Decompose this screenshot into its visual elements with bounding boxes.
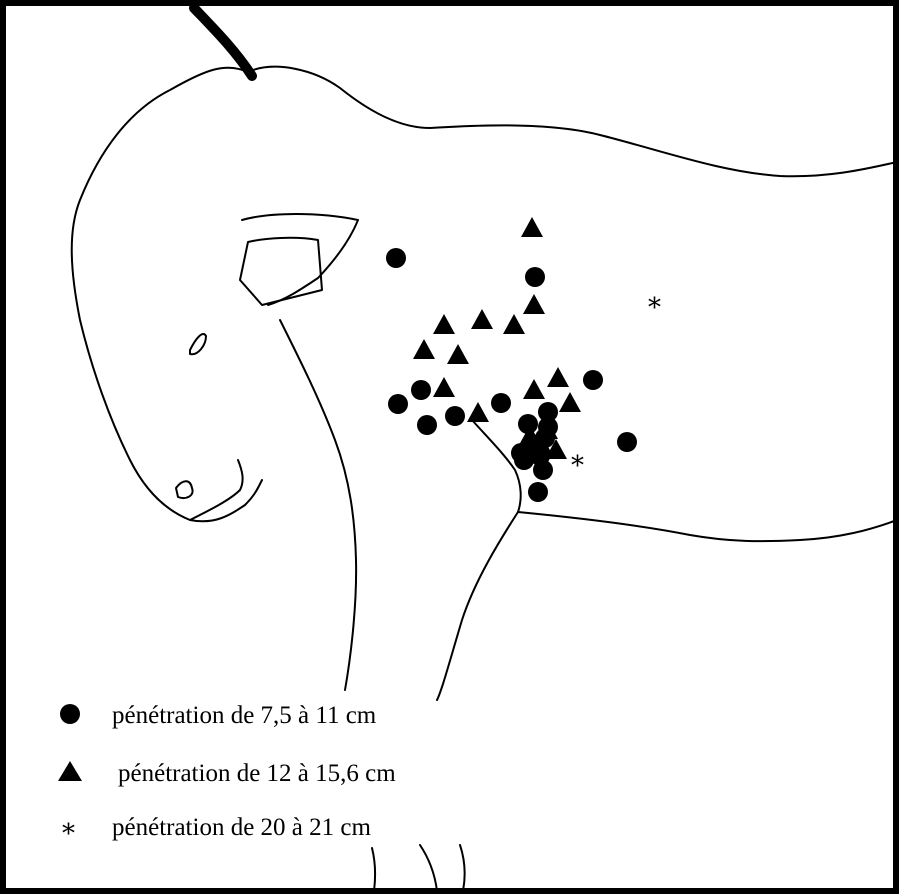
triangle-marker: [547, 367, 569, 387]
belly-line: [518, 512, 897, 541]
animal-outline: [72, 8, 897, 891]
legend-triangle-symbol: [58, 761, 82, 781]
foreleg-front: [437, 512, 518, 700]
triangle-marker: [503, 314, 525, 334]
ear-inner: [240, 238, 322, 305]
circle-marker: [528, 482, 548, 502]
eye: [190, 334, 206, 354]
circle-marker: [514, 450, 534, 470]
nostril: [176, 481, 193, 498]
triangle-marker: [447, 344, 469, 364]
horn: [194, 8, 252, 76]
legend-label-asterisk: pénétration de 20 à 21 cm: [112, 814, 371, 841]
triangle-marker: [559, 392, 581, 412]
legend-asterisk-symbol: *: [62, 819, 75, 849]
triangle-marker: [413, 339, 435, 359]
markers-asterisks: **: [571, 293, 661, 481]
circle-marker: [583, 370, 603, 390]
triangle-marker: [471, 309, 493, 329]
circle-marker: [411, 380, 431, 400]
triangle-marker: [433, 314, 455, 334]
leg-hint-2: [420, 845, 437, 891]
triangle-marker: [523, 294, 545, 314]
legend-circle-symbol: [60, 704, 80, 724]
ear-outer: [242, 214, 358, 305]
face-contour: [72, 68, 262, 522]
circle-marker: [617, 432, 637, 452]
triangle-marker: [521, 217, 543, 237]
head-back-line: [248, 67, 897, 176]
legend: pénétration de 7,5 à 11 cm pénétration d…: [58, 702, 396, 849]
circle-marker: [491, 393, 511, 413]
circle-marker: [386, 248, 406, 268]
legend-label-triangle: pénétration de 12 à 15,6 cm: [118, 760, 396, 787]
legend-label-circle: pénétration de 7,5 à 11 cm: [112, 702, 377, 729]
figure-frame: [3, 3, 896, 891]
circle-marker: [417, 415, 437, 435]
throat-line: [280, 320, 356, 690]
triangle-marker: [433, 377, 455, 397]
asterisk-marker: *: [571, 451, 584, 481]
leg-hint-1: [372, 848, 375, 891]
leg-hint-3: [460, 845, 465, 891]
circle-marker: [525, 267, 545, 287]
triangle-marker: [467, 402, 489, 422]
circle-marker: [445, 406, 465, 426]
shoulder-line: [472, 420, 521, 512]
asterisk-marker: *: [648, 293, 661, 323]
circle-marker: [388, 394, 408, 414]
triangle-marker: [523, 379, 545, 399]
